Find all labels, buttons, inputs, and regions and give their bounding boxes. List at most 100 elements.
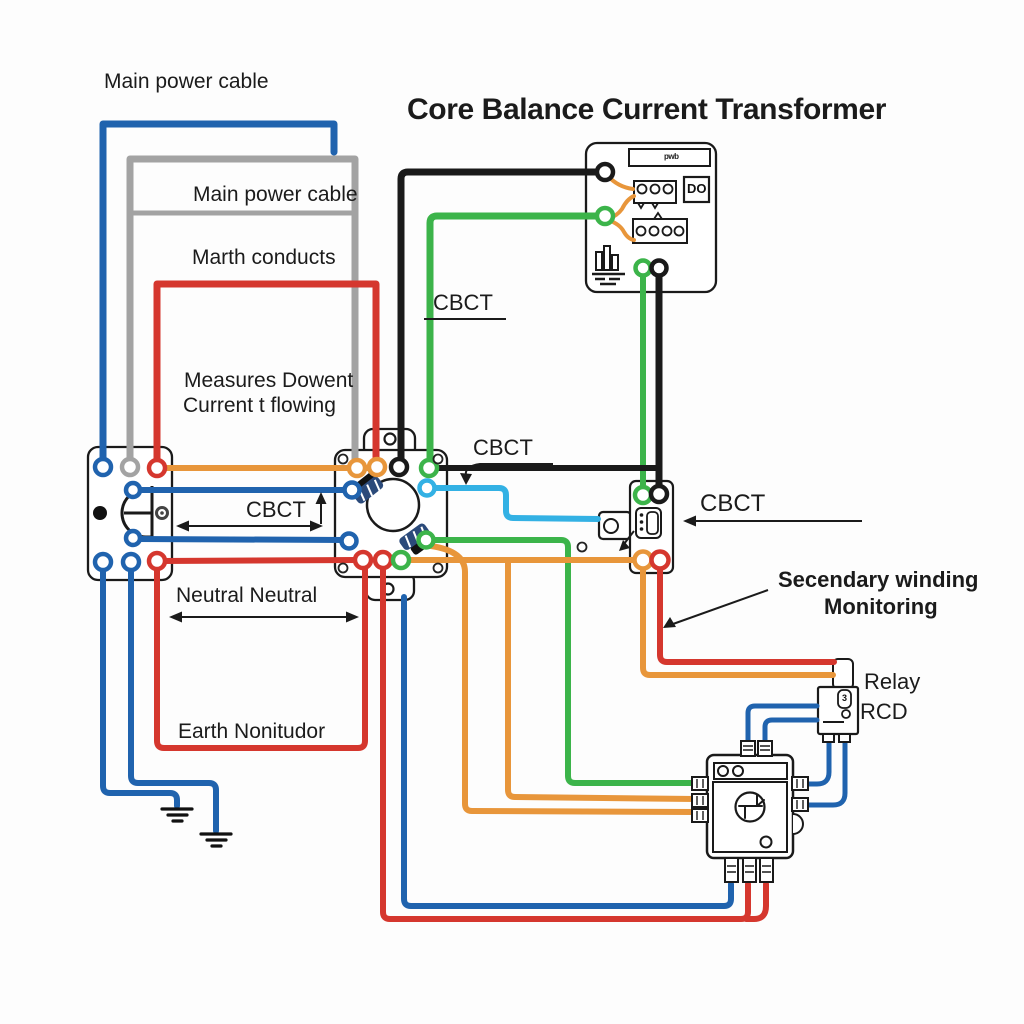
do-symbol-marking: DO [687, 181, 707, 196]
monitor-lug-bottom-1 [724, 857, 739, 883]
label-earth-conductors: Marth conducts [192, 246, 336, 269]
relay-foot [838, 733, 851, 743]
terminal-black [388, 456, 410, 478]
monitor-strip-hole-1 [717, 765, 729, 777]
label-measures-line1: Measures Dowent [184, 369, 354, 392]
wire-orange-to-relay [640, 562, 836, 678]
wire-runs [99, 120, 848, 922]
ground-symbols [160, 807, 233, 848]
label-main-power-cable-top: Main power cable [104, 70, 269, 93]
label-cbct-mid: CBCT [473, 435, 533, 460]
terminal-red [352, 549, 374, 571]
screw [432, 562, 444, 574]
terminal-blue [92, 456, 114, 478]
terminal-blue [92, 551, 114, 573]
monitor-lug-bottom-2 [742, 857, 757, 883]
terminal-blue [342, 480, 362, 500]
left-box-stud [93, 506, 107, 520]
terminal-blue [339, 531, 359, 551]
relay-module-marking: 3 [842, 693, 848, 703]
label-secondary-line2: Monitoring [824, 594, 938, 619]
monitor-lug-top-1 [740, 740, 756, 757]
monitor-strip-hole-2 [732, 765, 744, 777]
wire-red-to-relay [657, 562, 837, 665]
wire-red-bottom-branch [743, 881, 769, 922]
wire-blue-ground-2 [128, 563, 219, 834]
annotation-lines [169, 318, 862, 628]
monitor-lug-left-1 [691, 776, 709, 791]
wire-cyan-pilot [429, 485, 601, 522]
monitor-small-hole [759, 835, 773, 849]
terminal-green [633, 258, 653, 278]
cbct-toroid-core [365, 477, 421, 533]
relay-inner-module [837, 689, 852, 709]
wire-blue-ground-1 [100, 563, 180, 809]
screw [576, 541, 588, 553]
secondary-arrow-line [672, 589, 769, 625]
terminal-blue [120, 551, 142, 573]
terminal-gray [119, 456, 141, 478]
screw [337, 562, 349, 574]
terminal-green [418, 457, 440, 479]
wire-red-neutral-link [157, 557, 361, 564]
wire-orange-to-monitor-2 [505, 559, 698, 802]
sensor-connector-dots [639, 513, 644, 531]
terminal-green [390, 549, 412, 571]
terminal-cyan [417, 478, 437, 498]
label-earth-monitor: Earth Nonitudor [178, 720, 326, 743]
wire-red-bottom-return [380, 561, 751, 922]
wire-blue-relay-in-2 [762, 717, 820, 743]
label-measures-line2: Current t flowing [183, 394, 336, 417]
wire-blue-bottom-return [401, 594, 734, 909]
terminals [92, 161, 851, 883]
monitor-lug-right-2 [791, 797, 809, 812]
wire-green-to-monitor [431, 537, 698, 786]
wire-orange-to-monitor-1 [428, 543, 698, 815]
sensor-connector-inner [646, 511, 659, 535]
cbct-top-tab-hole [383, 432, 397, 446]
terminal-blue [123, 480, 143, 500]
terminal-black [649, 258, 669, 278]
wire-red-earth-loop [154, 562, 368, 751]
relay-indicator [841, 709, 851, 719]
terminal-orange [366, 456, 388, 478]
terminal-red-orange [146, 457, 168, 479]
label-cbct-top: CBCT [433, 290, 493, 315]
terminal-black [648, 483, 670, 505]
cbct-mid-arrowhead [460, 473, 472, 485]
monitor-dial-symbol [738, 794, 765, 819]
relay-foot [822, 733, 835, 743]
monitor-lug-right-1 [791, 776, 809, 791]
label-neutral-span: Neutral Neutral [176, 584, 318, 607]
terminal-green [416, 530, 436, 550]
label-cbct-right: CBCT [700, 490, 766, 517]
label-relay: Relay [864, 669, 921, 694]
terminal-black [594, 161, 616, 183]
page-title: Core Balance Current Transformer [407, 93, 887, 126]
sensor-plug-hole [603, 518, 619, 534]
wire-blue-relay-in-1 [745, 703, 820, 743]
panel-terminal-block-1 [633, 180, 677, 204]
wire-blue-relay-out-1 [804, 739, 832, 787]
label-cbct-left: CBCT [246, 497, 306, 522]
monitor-lug-left-3 [691, 808, 709, 823]
terminal-orange [632, 549, 654, 571]
screw [337, 453, 349, 465]
terminal-red [372, 549, 394, 571]
terminal-blue [123, 528, 143, 548]
monitor-lug-top-2 [757, 740, 773, 757]
wire-black-panel-to-cbct [397, 168, 604, 464]
label-secondary-line1: Secendary winding [778, 567, 979, 592]
label-rcd: RCD [860, 699, 908, 724]
wire-blue-relay-out-2 [804, 739, 848, 808]
panel-do-box [682, 175, 711, 204]
panel-meter-icon [592, 245, 625, 286]
terminal-green [632, 484, 654, 506]
panel-top-strip [628, 148, 711, 167]
terminal-red [649, 549, 671, 571]
wire-red-duct [153, 280, 380, 466]
wire-green-panel-to-cbct [426, 212, 604, 466]
wire-blue-main-loop [99, 120, 338, 467]
